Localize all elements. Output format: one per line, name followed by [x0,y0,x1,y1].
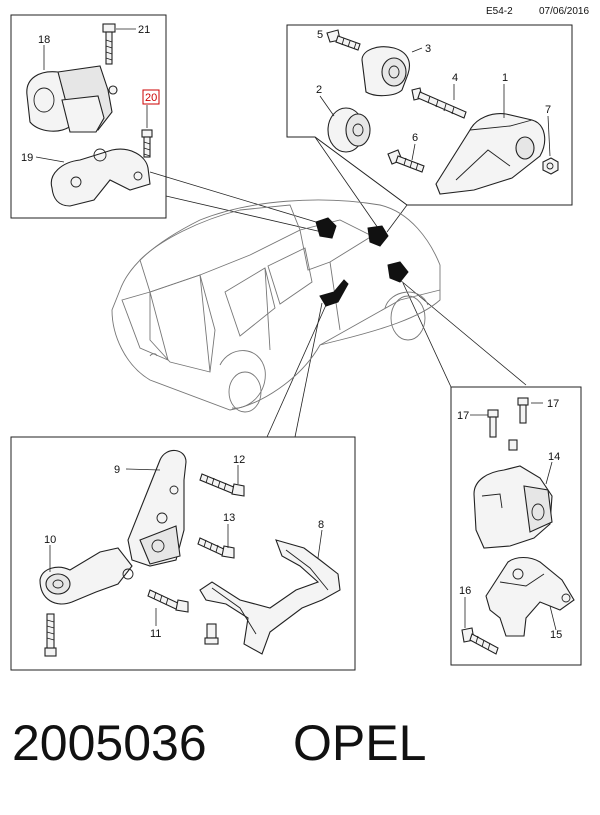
panel-top-left [10,14,167,219]
callout-3: 3 [425,43,431,55]
arm-part-10 [39,547,134,605]
mount-part-2 [327,107,371,153]
callout-18: 18 [38,34,50,46]
callout-21: 21 [138,24,150,36]
callout-2: 2 [316,84,322,96]
bracket-part-19 [50,148,151,207]
mount-part-3 [361,46,411,97]
callout-17-right: 17 [547,398,559,410]
bolt-under-10 [44,613,57,657]
bolt-part-21 [102,23,116,65]
mount-part-14 [473,465,553,549]
bolt-part-16 [461,627,499,655]
callout-6: 6 [412,132,418,144]
callout-20-highlight-box [142,89,160,105]
panel-bottom-right [450,386,582,666]
bolts-part-17 [487,397,529,451]
nut-part-7 [542,157,559,175]
callout-19: 19 [21,152,33,164]
bolt-part-13 [197,537,235,559]
bracket-part-1 [435,113,546,195]
mount-part-18 [26,65,113,133]
callout-1: 1 [502,72,508,84]
leaders-bottom-left [49,465,323,626]
callout-labels: 21 18 20 19 5 3 4 1 2 7 6 9 12 13 8 10 1… [21,24,562,641]
callout-8: 8 [318,519,324,531]
bracket-part-15 [485,556,575,637]
callout-17-left: 17 [457,410,469,422]
part-number: 2005036 [12,715,207,771]
callout-15: 15 [550,629,562,641]
callout-10: 10 [44,534,56,546]
car-mount-markers [315,217,409,307]
callout-13: 13 [223,512,235,524]
callout-4: 4 [452,72,458,84]
connector-lines [149,136,527,438]
callout-9: 9 [114,464,120,476]
small-bolt-bottomleft [204,623,219,645]
leaders-bottom-right [464,402,557,631]
bolt-part-4 [411,87,467,119]
engine-mount-exploded-diagram: 21 18 20 19 5 3 4 1 2 7 6 9 12 13 8 10 1… [10,14,582,671]
callout-14: 14 [548,451,560,463]
bracket-part-9 [127,449,187,567]
bolt-part-12 [199,473,245,497]
bolt-part-5 [326,29,361,51]
nut-small-topleft [108,85,118,95]
callout-16: 16 [459,585,471,597]
diagram-code: E54-2 [486,6,513,17]
crossmember-part-8 [199,539,341,655]
diagram-date: 07/06/2016 [539,6,590,17]
leaders-top-right [319,47,551,161]
bolt-part-20 [141,129,153,158]
callout-11: 11 [150,628,161,640]
panel-bottom-left [10,436,356,671]
leaders-top-left [35,28,148,163]
callout-20: 20 [145,92,157,104]
callout-12: 12 [233,454,245,466]
bolt-part-6 [387,149,425,173]
callout-7: 7 [545,104,551,116]
brand-name: OPEL [293,715,427,771]
callout-5: 5 [317,29,323,41]
car-outline [111,199,441,413]
bolt-part-11 [147,589,189,613]
